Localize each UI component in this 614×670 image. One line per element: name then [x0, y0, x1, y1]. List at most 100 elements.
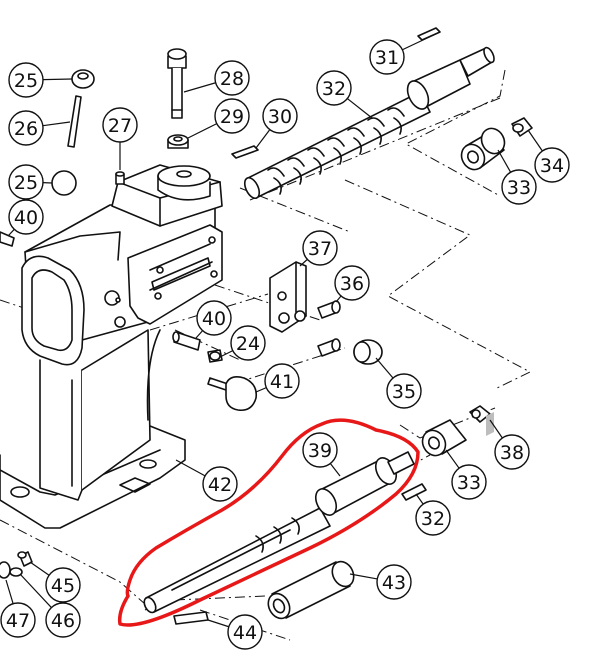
screw-part-36 [317, 300, 341, 357]
callout-circle [202, 466, 238, 502]
part-number-label: 27 [108, 115, 132, 137]
part-number-label: 45 [51, 575, 75, 597]
callout-leader [375, 357, 394, 379]
knob-part-41 [207, 376, 258, 412]
nut-part-29 [167, 134, 189, 149]
rod-part-26 [67, 95, 82, 148]
part-number-label: 36 [340, 273, 364, 295]
nut-part-34 [511, 117, 533, 137]
part-number-label: 29 [220, 106, 244, 128]
part-number-label: 32 [421, 508, 445, 530]
part-number-label: 33 [457, 472, 481, 494]
callout-circle [8, 62, 44, 98]
callout-circle [214, 98, 250, 134]
screw-part-45 [17, 551, 33, 567]
callout-circle [369, 39, 405, 75]
callout-leader [349, 573, 378, 580]
callout-circle [8, 199, 44, 235]
callout-circle [227, 614, 263, 650]
callout-leader [29, 561, 50, 576]
callout-leader [19, 573, 52, 608]
part-number-label: 31 [375, 47, 399, 69]
callout-circle [262, 98, 298, 134]
callout-leader [195, 330, 204, 339]
part-number-label: 34 [540, 155, 564, 177]
key-part-32-bottom [401, 483, 427, 501]
callout-leader [7, 228, 15, 237]
pin-part-40-left [0, 231, 15, 247]
callout-circle [230, 325, 266, 361]
callout-leader [335, 295, 342, 303]
nut-part-24 [207, 349, 223, 363]
key-part-30 [231, 145, 259, 159]
callout-circle [415, 500, 451, 536]
callout-leader [255, 387, 267, 393]
callout-circle [451, 464, 487, 500]
top-boss-part [157, 165, 211, 201]
callout-leader [255, 129, 271, 149]
part-number-label: 43 [382, 572, 406, 594]
part-number-label: 32 [322, 78, 346, 100]
highlight-outline [117, 418, 420, 627]
callout-leader [42, 78, 73, 81]
callout-circle [534, 147, 570, 183]
callout-leader [402, 31, 441, 51]
part-number-label: 42 [208, 474, 232, 496]
part-number-label: 25 [14, 172, 38, 194]
callout-circle [264, 363, 300, 399]
nut-part-38 [469, 405, 494, 436]
callout-circle [45, 567, 81, 603]
bolt-part-28 [167, 48, 187, 119]
part-number-label: 44 [233, 622, 257, 644]
callout-circle [376, 564, 412, 600]
part-number-label: 46 [51, 610, 75, 632]
part-number-label: 30 [268, 106, 292, 128]
part-number-label: 35 [392, 381, 416, 403]
part-number-label: 25 [14, 70, 38, 92]
part-number-label: 24 [236, 333, 260, 355]
callout-leader [346, 98, 373, 119]
washer-part-47 [0, 561, 11, 579]
part-number-label: 28 [220, 68, 244, 90]
callout-leader [5, 579, 14, 604]
callout-circle [334, 265, 370, 301]
callout-leader [183, 82, 216, 93]
callout-leader [221, 350, 234, 357]
callout-circle [214, 60, 250, 96]
callout-leader [299, 258, 308, 267]
callout-leader [497, 149, 512, 173]
callout-circle [316, 70, 352, 106]
callout-circle [8, 110, 44, 146]
part-number-label: 26 [14, 118, 38, 140]
part-number-label: 37 [308, 238, 332, 260]
callout-circle [501, 169, 537, 205]
part-number-label: 41 [270, 371, 294, 393]
callout-leader [329, 463, 341, 477]
part-number-label: 40 [14, 207, 38, 229]
pin-part-27 [115, 171, 125, 185]
callout-leader [187, 123, 218, 139]
pin-part-40-middle [172, 331, 201, 351]
callout-circle [302, 432, 338, 468]
callout-leader [527, 129, 543, 152]
worm-shaft-part-31 [243, 46, 495, 200]
part-number-label: 47 [6, 610, 30, 632]
callout-circle [196, 300, 232, 336]
worm-shaft-part-39 [143, 451, 415, 614]
part-number-label: 33 [507, 177, 531, 199]
base-casting-part [0, 164, 223, 529]
ball-part-25 [51, 69, 95, 196]
callout-circle [386, 373, 422, 409]
callout-circle [302, 230, 338, 266]
callout-circle [494, 434, 530, 470]
callout-leader [42, 121, 71, 127]
part-number-label: 39 [308, 440, 332, 462]
key-part-44 [173, 611, 209, 625]
callout-leader [207, 619, 230, 628]
bracket-part-37 [269, 261, 307, 333]
callout-circle [0, 602, 36, 638]
callout-leader [489, 419, 503, 439]
